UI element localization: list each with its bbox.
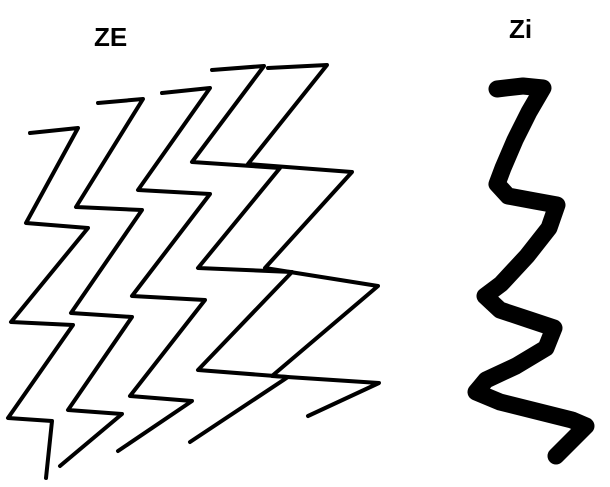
zi-zigzag-line [476,86,586,456]
ze-zigzag-line-2 [60,99,143,466]
zi-figure [476,86,586,456]
ze-label: ZE [94,22,127,52]
ze-figure [8,65,379,478]
ze-zigzag-line-5 [248,65,379,416]
ze-zigzag-line-3 [118,88,210,451]
zi-label: Zi [509,14,532,44]
